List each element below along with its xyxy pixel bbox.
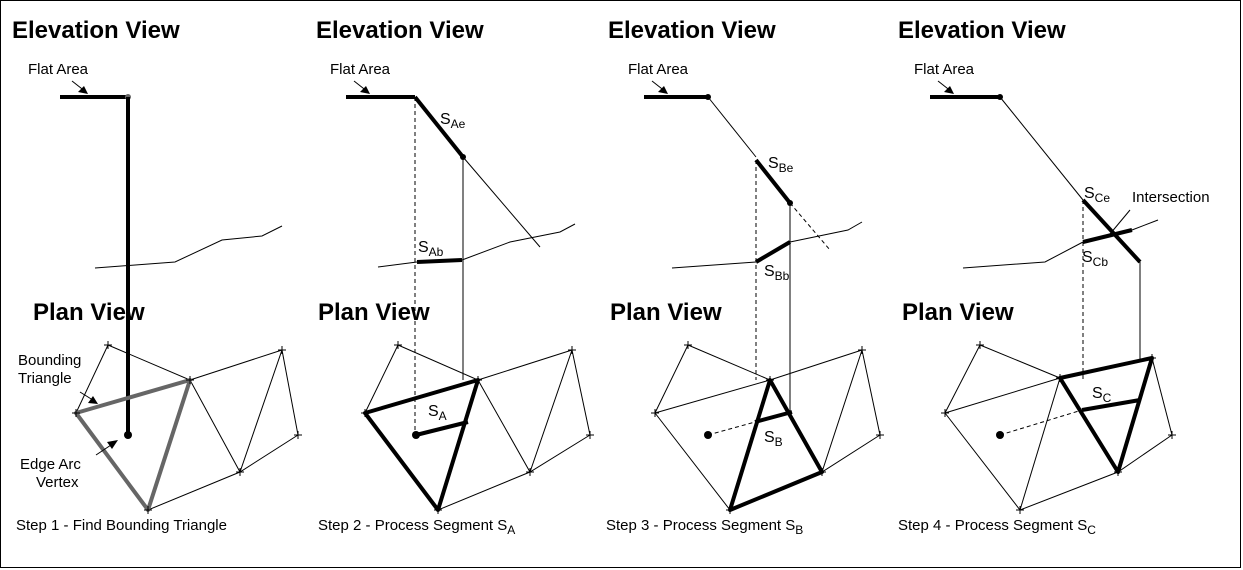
segment-sce: [1081, 198, 1142, 264]
segment-sb: [754, 410, 793, 424]
ground-profile: [377, 261, 418, 268]
vertex-markers: [72, 341, 1176, 514]
tin-edge: [477, 349, 573, 381]
panel-step-4: Elevation View Flat Area SCe Intersectio…: [898, 17, 1210, 537]
segment-sa-label: SA: [428, 403, 447, 423]
plan-view-title: Plan View: [318, 299, 430, 326]
elevation-view-title: Elevation View: [316, 17, 484, 44]
segment-sbe-label: SBe: [768, 155, 794, 175]
bounding-triangle: [363, 378, 480, 512]
ground-profile: [962, 241, 1084, 269]
ground-profile: [461, 223, 576, 261]
flat-area-label: Flat Area: [28, 61, 89, 78]
step-label: Step 1 - Find Bounding Triangle: [16, 517, 227, 534]
bounding-triangle: [74, 378, 192, 512]
slope-projection: [789, 202, 831, 251]
segment-sb-label: SB: [764, 429, 783, 449]
tin-edges: [654, 344, 881, 511]
edge-arc-arrowhead: [107, 440, 118, 449]
segment-sab: [416, 258, 463, 264]
elevation-view-title: Elevation View: [898, 17, 1066, 44]
segment-sc-label: SC: [1092, 385, 1112, 405]
flat-area-label: Flat Area: [914, 61, 975, 78]
edge-arc-label-2: Vertex: [36, 474, 79, 491]
tin-edge: [654, 379, 771, 414]
plan-view-title: Plan View: [902, 299, 1014, 326]
processed-segment: [707, 421, 756, 436]
tin-edge: [944, 377, 1061, 414]
segment-sae: [413, 95, 465, 159]
flat-area-arrowhead: [944, 86, 954, 94]
tin-edges: [75, 344, 299, 511]
bounding-triangle-arrowhead: [88, 396, 98, 404]
elevation-view-title: Elevation View: [12, 17, 180, 44]
tin-edge: [979, 344, 1061, 379]
slope-line: [707, 96, 757, 158]
tin-edges: [944, 344, 1173, 511]
ground-profile: [789, 221, 863, 243]
segment-sae-label: SAe: [440, 111, 466, 131]
flat-area-arrowhead: [360, 86, 370, 94]
bounding-triangle-label-1: Bounding: [18, 352, 81, 369]
segment-sa: [415, 420, 469, 437]
intersection-leader: [1109, 209, 1131, 235]
flat-area-arrowhead: [78, 86, 88, 94]
flat-area-label: Flat Area: [628, 61, 689, 78]
processed-segment: [999, 409, 1083, 436]
segment-sc: [1081, 398, 1141, 412]
edge-arc-vertex: [124, 431, 132, 439]
tin-edge: [189, 349, 283, 381]
current-triangle: [728, 378, 824, 512]
plan-view-title: Plan View: [33, 299, 145, 326]
segment-scb-label: SCb: [1082, 249, 1108, 269]
slope-projection: [462, 156, 541, 248]
segment-sab-label: SAb: [418, 239, 444, 259]
step-label: Step 3 - Process Segment SB: [606, 517, 803, 537]
edge-arc-label-1: Edge Arc: [20, 456, 81, 473]
elevation-view-title: Elevation View: [608, 17, 776, 44]
slope-line: [999, 96, 1084, 201]
ground-profile: [671, 261, 757, 269]
segment-scb: [1082, 228, 1133, 244]
step-label: Step 4 - Process Segment SC: [898, 517, 1096, 537]
segment-sbe: [754, 158, 792, 205]
intersection-label: Intersection: [1132, 189, 1210, 206]
tin-edge: [769, 349, 863, 381]
panel-step-2: Elevation View Flat Area SAe SAb Plan Vi…: [316, 17, 591, 537]
plan-view-title: Plan View: [610, 299, 722, 326]
tin-edge: [1151, 357, 1173, 436]
bounding-triangle-label-2: Triangle: [18, 370, 72, 387]
current-triangle: [1058, 356, 1154, 474]
ground-profile: [1131, 219, 1159, 231]
tin-edges: [364, 344, 591, 511]
tin-edge: [1019, 377, 1061, 511]
segment-sbb: [754, 240, 792, 264]
panel-step-1: Elevation View Flat Area Plan View Bound…: [12, 17, 299, 534]
panel-step-3: Elevation View Flat Area SBe SBb Plan Vi…: [606, 17, 881, 537]
segment-sce-label: SCe: [1084, 185, 1110, 205]
ground-profile: [94, 225, 283, 269]
step-label: Step 2 - Process Segment SA: [318, 517, 515, 537]
flat-area-arrowhead: [658, 86, 668, 94]
segment-sbb-label: SBb: [764, 263, 790, 283]
flat-area-label: Flat Area: [330, 61, 391, 78]
